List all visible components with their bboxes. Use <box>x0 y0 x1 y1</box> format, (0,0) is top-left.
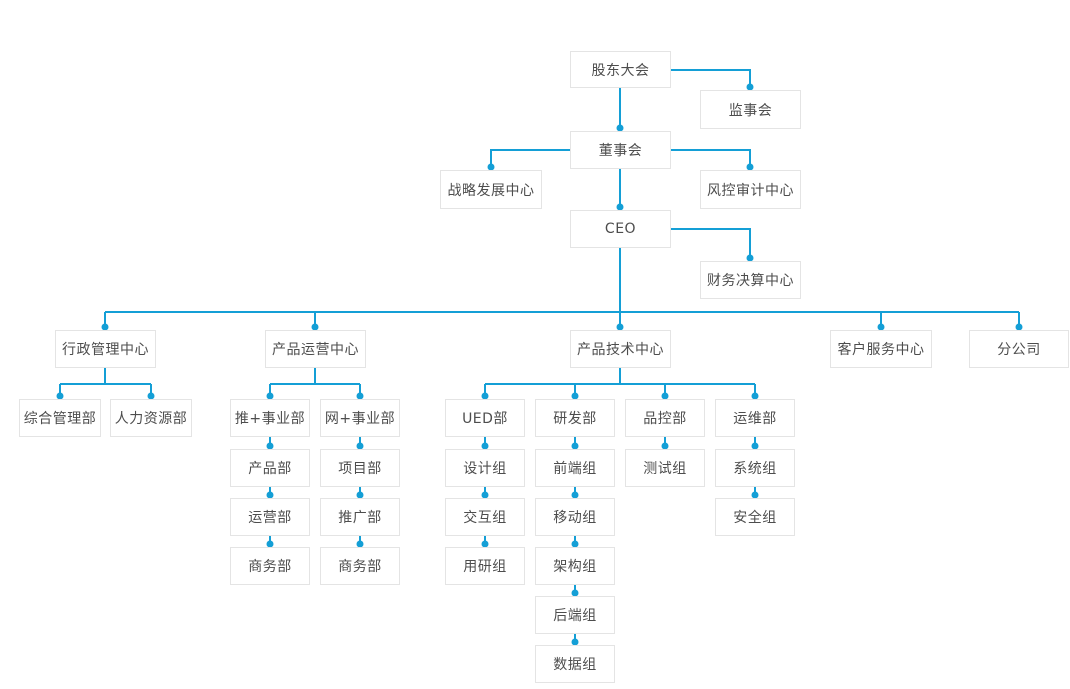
org-node-architecture-group: 架构组 <box>535 547 615 585</box>
connector-dot <box>101 323 109 331</box>
org-node-business-dept-tui: 商务部 <box>230 547 310 585</box>
connector-dot <box>751 491 759 499</box>
connector-dot <box>571 491 579 499</box>
org-node-data-group: 数据组 <box>535 645 615 683</box>
connector-dot <box>751 442 759 450</box>
connector-dot <box>616 203 624 211</box>
org-node-testing-group: 测试组 <box>625 449 705 487</box>
connector-dot <box>571 589 579 597</box>
connector-dot <box>266 392 274 400</box>
connector-dot <box>571 638 579 646</box>
connector-dot <box>356 392 364 400</box>
org-node-board-of-directors: 董事会 <box>570 131 671 169</box>
org-node-mobile-group: 移动组 <box>535 498 615 536</box>
connector-dot <box>487 163 495 171</box>
connector-dot <box>266 442 274 450</box>
org-node-supervisory-board: 监事会 <box>700 90 801 129</box>
org-node-operation-dept: 运营部 <box>230 498 310 536</box>
org-node-interaction-group: 交互组 <box>445 498 525 536</box>
connector-dot <box>571 540 579 548</box>
connector-line <box>671 69 751 87</box>
org-node-general-mgmt-dept: 综合管理部 <box>19 399 101 437</box>
org-node-frontend-group: 前端组 <box>535 449 615 487</box>
connector-dot <box>751 392 759 400</box>
connector-dot <box>356 540 364 548</box>
org-node-system-group: 系统组 <box>715 449 795 487</box>
connector-dot <box>746 254 754 262</box>
connector-dot <box>746 163 754 171</box>
org-node-product-dept: 产品部 <box>230 449 310 487</box>
org-node-admin-center: 行政管理中心 <box>55 330 156 368</box>
connector-dot <box>616 323 624 331</box>
org-node-qc-dept: 品控部 <box>625 399 705 437</box>
org-node-wang-business-unit: 网+事业部 <box>320 399 400 437</box>
org-node-project-dept: 项目部 <box>320 449 400 487</box>
org-node-backend-group: 后端组 <box>535 596 615 634</box>
org-node-strategy-center: 战略发展中心 <box>440 170 542 209</box>
org-node-finance-center: 财务决算中心 <box>700 261 801 299</box>
org-node-design-group: 设计组 <box>445 449 525 487</box>
connector-dot <box>147 392 155 400</box>
org-node-promotion-dept: 推广部 <box>320 498 400 536</box>
connector-dot <box>56 392 64 400</box>
org-node-devops-dept: 运维部 <box>715 399 795 437</box>
connector-dot <box>266 540 274 548</box>
connector-dot <box>481 442 489 450</box>
org-node-risk-audit-center: 风控审计中心 <box>700 170 801 209</box>
connector-dot <box>266 491 274 499</box>
connector-dot <box>616 124 624 132</box>
connector-dot <box>877 323 885 331</box>
org-node-hr-dept: 人力资源部 <box>110 399 192 437</box>
connector-dot <box>571 442 579 450</box>
connector-dot <box>356 442 364 450</box>
org-node-tech-center: 产品技术中心 <box>570 330 671 368</box>
connector-dot <box>356 491 364 499</box>
org-node-tui-business-unit: 推+事业部 <box>230 399 310 437</box>
org-node-ued-dept: UED部 <box>445 399 525 437</box>
connector-dot <box>481 540 489 548</box>
org-node-business-dept-wang: 商务部 <box>320 547 400 585</box>
connector-dot <box>481 491 489 499</box>
connector-line <box>671 228 751 258</box>
org-node-service-center: 客户服务中心 <box>830 330 932 368</box>
org-node-ceo: CEO <box>570 210 671 248</box>
connector-line <box>671 149 751 167</box>
connector-dot <box>481 392 489 400</box>
connector-dot <box>311 323 319 331</box>
org-node-shareholders: 股东大会 <box>570 51 671 88</box>
connector-dot <box>571 392 579 400</box>
connector-line <box>490 149 570 167</box>
org-node-rd-dept: 研发部 <box>535 399 615 437</box>
connector-dot <box>661 442 669 450</box>
org-node-ops-center: 产品运营中心 <box>265 330 366 368</box>
org-node-user-research-group: 用研组 <box>445 547 525 585</box>
org-node-security-group: 安全组 <box>715 498 795 536</box>
connector-dot <box>661 392 669 400</box>
org-node-branch-company: 分公司 <box>969 330 1069 368</box>
connector-dot <box>1015 323 1023 331</box>
connector-dot <box>746 83 754 91</box>
